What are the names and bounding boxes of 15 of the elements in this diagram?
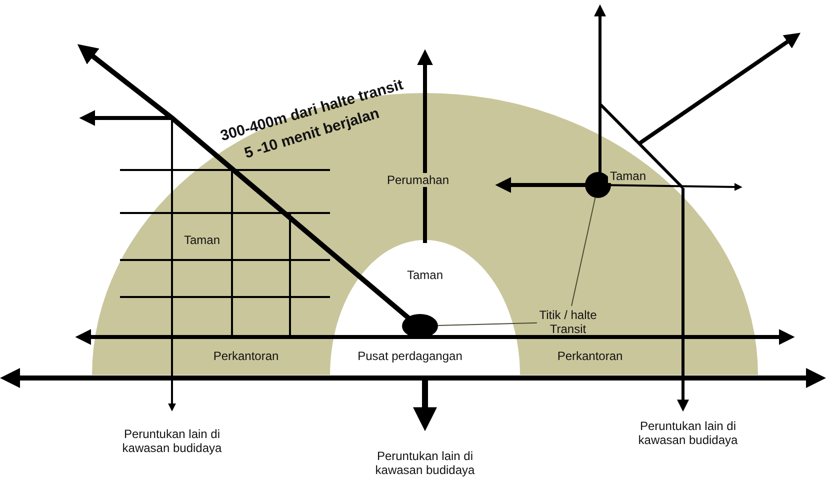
transit-stop-dot [402,314,438,338]
zone-label: Pusat perdagangan [358,349,462,363]
land-use-note: Peruntukan lain di kawasan budidaya [121,427,223,455]
zone-label: Perkantoran [557,349,623,363]
zone-label: Perkantoran [213,349,279,363]
leader-line [571,197,596,306]
leader-line [437,322,538,326]
land-use-note: Peruntukan lain di kawasan budidaya [374,449,476,477]
zone-label: Taman [608,169,648,183]
transit-stop-label: Titik / halte Transit [529,308,607,336]
zone-label: Taman [182,233,222,247]
land-use-note: Peruntukan lain di kawasan budidaya [637,419,739,447]
zone-label: Perumahan [384,173,452,187]
transit-stop-dot [585,172,611,198]
zone-label: Taman [406,268,444,282]
